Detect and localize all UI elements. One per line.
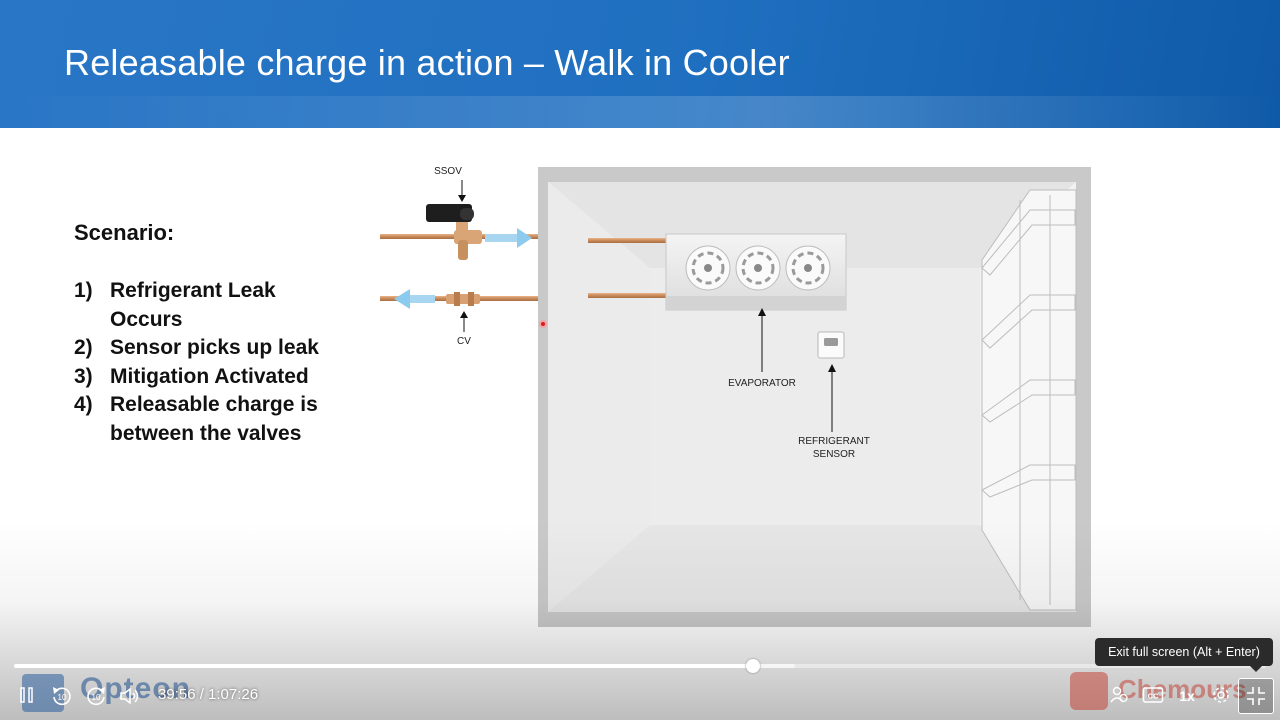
walk-in-cooler-diagram: SSOV CV EVAPORATOR REFRIGERANT SENSOR bbox=[380, 166, 1091, 627]
evaporator-fan bbox=[785, 245, 831, 291]
pause-icon bbox=[20, 687, 33, 703]
forward-10-button[interactable]: 10 bbox=[82, 682, 110, 710]
scenario-steps: 1) Refrigerant Leak Occurs 2) Sensor picks… bbox=[74, 277, 334, 448]
step-number: 2) bbox=[74, 336, 93, 359]
volume-button[interactable] bbox=[116, 682, 144, 710]
cv-valve bbox=[446, 292, 480, 306]
step-number: 1) bbox=[74, 279, 93, 302]
settings-icon bbox=[1213, 687, 1229, 703]
scenario-step: 2) Sensor picks up leak bbox=[74, 334, 334, 363]
cv-pointer-head bbox=[460, 311, 468, 318]
step-text: Mitigation Activated bbox=[110, 364, 309, 388]
seek-bar-played bbox=[14, 664, 753, 668]
evaporator-fan bbox=[735, 245, 781, 291]
chemours-logo-mark bbox=[1070, 672, 1108, 710]
pause-button[interactable] bbox=[14, 682, 40, 708]
step-number: 4) bbox=[74, 393, 93, 416]
settings-button[interactable] bbox=[1208, 682, 1234, 708]
slide-header: Releasable charge in action – Walk in Co… bbox=[0, 0, 1280, 128]
ssov-pointer-head bbox=[458, 195, 466, 202]
rewind-10-button[interactable]: 10 bbox=[48, 682, 76, 710]
flow-arrow-in bbox=[485, 228, 532, 248]
scenario-heading: Scenario: bbox=[74, 220, 175, 245]
playback-speed-button[interactable]: 1x bbox=[1179, 688, 1195, 704]
seek-bar-handle[interactable] bbox=[745, 659, 760, 673]
evaporator bbox=[665, 233, 847, 311]
step-text: Sensor picks up leak bbox=[110, 336, 319, 359]
cv-label: CV bbox=[457, 336, 471, 347]
brand-logo-right: Chemours bbox=[1070, 668, 1250, 714]
scenario-step: 3) Mitigation Activated bbox=[74, 363, 334, 392]
scenario-step: 1) Refrigerant Leak Occurs bbox=[74, 277, 334, 334]
evaporator-label: EVAPORATOR bbox=[728, 378, 796, 389]
ssov-valve bbox=[426, 204, 482, 260]
rewind-10-icon: 10 bbox=[53, 687, 71, 706]
svg-text:CC: CC bbox=[1148, 692, 1159, 701]
seek-bar[interactable] bbox=[14, 659, 1266, 673]
evaporator-fan bbox=[685, 245, 731, 291]
step-text: Releasable charge is between the valves bbox=[110, 393, 318, 445]
svg-text:10: 10 bbox=[92, 693, 101, 702]
captions-button[interactable]: CC bbox=[1140, 682, 1166, 708]
step-number: 3) bbox=[74, 364, 93, 388]
viewers-button[interactable] bbox=[1106, 682, 1132, 708]
volume-icon bbox=[120, 687, 139, 705]
exit-fullscreen-icon bbox=[1247, 687, 1265, 705]
shelving bbox=[981, 189, 1077, 611]
header-sheen bbox=[0, 96, 1280, 128]
step-text: Refrigerant Leak Occurs bbox=[110, 279, 276, 331]
scenario-step: 4) Releasable charge is between the valve… bbox=[74, 391, 334, 448]
sensor-pointer-head bbox=[828, 364, 836, 372]
captions-icon: CC bbox=[1142, 687, 1164, 703]
exit-fullscreen-button[interactable] bbox=[1238, 678, 1274, 714]
forward-10-icon: 10 bbox=[87, 687, 105, 706]
laser-pointer-dot bbox=[539, 320, 547, 328]
sensor-label-line1: REFRIGERANT bbox=[798, 436, 870, 447]
people-icon bbox=[1110, 686, 1128, 703]
ssov-label: SSOV bbox=[434, 166, 462, 177]
refrigerant-sensor bbox=[817, 331, 845, 359]
slide-title: Releasable charge in action – Walk in Co… bbox=[64, 42, 790, 83]
exit-fullscreen-tooltip: Exit full screen (Alt + Enter) bbox=[1095, 638, 1273, 672]
flow-arrow-out bbox=[394, 289, 435, 309]
svg-text:10: 10 bbox=[58, 693, 67, 702]
chemours-wordmark: Chemours bbox=[1118, 674, 1247, 704]
evaporator-pointer-head bbox=[758, 308, 766, 316]
sensor-label-line2: SENSOR bbox=[813, 449, 855, 460]
time-display: 39:56 / 1:07:26 bbox=[158, 686, 259, 703]
